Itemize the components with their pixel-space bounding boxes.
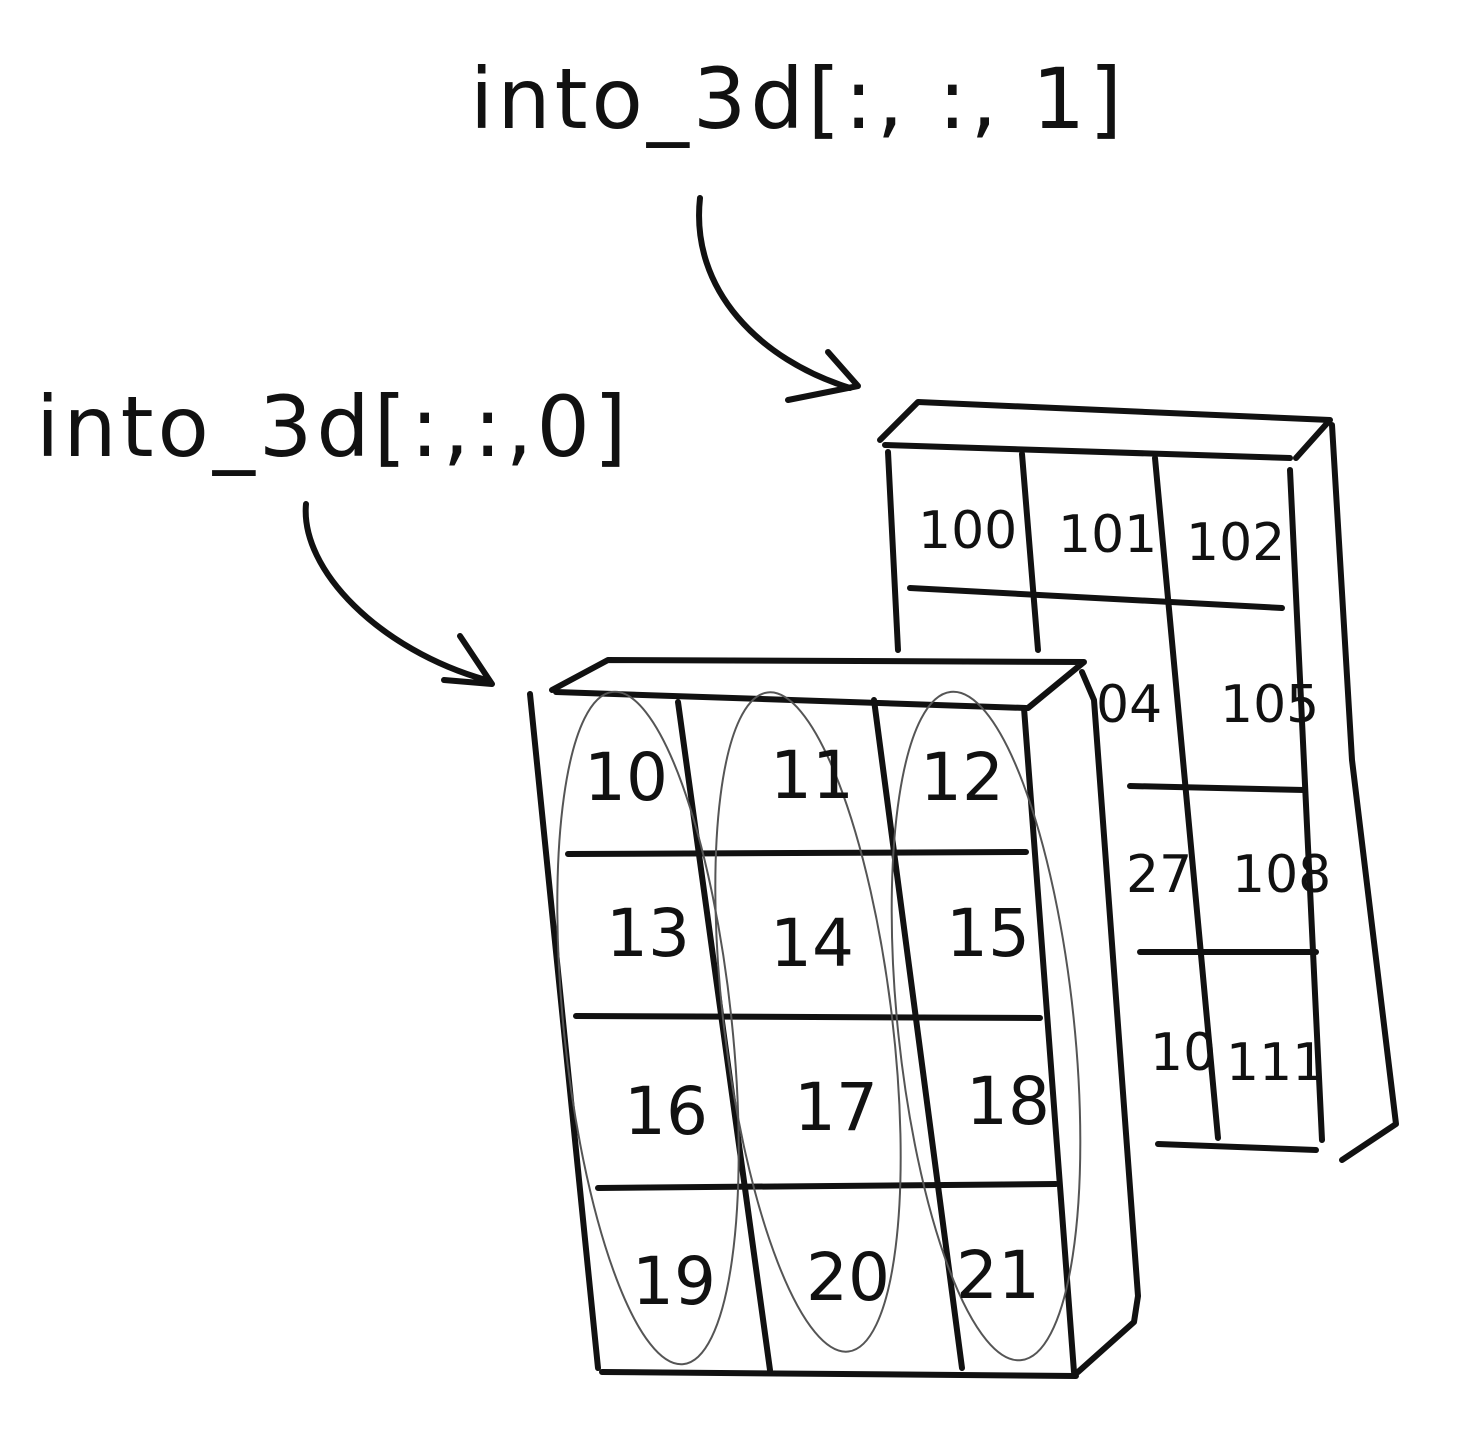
front-cell: 11 [770, 737, 854, 814]
label-slice-0: into_3d[:,:,0] [36, 378, 631, 476]
back-cell: 102 [1186, 513, 1285, 573]
front-cell: 19 [632, 1243, 716, 1320]
front-layer-top-face [549, 657, 1087, 711]
label-slice-0-group: into_3d[:,:,0] [36, 378, 631, 687]
front-cell: 14 [770, 905, 854, 982]
front-cell: 15 [946, 895, 1030, 972]
arrow-to-back-layer [696, 195, 853, 391]
front-cell: 18 [966, 1063, 1050, 1140]
arrowhead-icon [785, 349, 861, 403]
label-slice-1-group: into_3d[:, :, 1] [470, 50, 1126, 403]
front-layer-bottom-edge [599, 1369, 1079, 1379]
column-highlight-oval [556, 690, 740, 1366]
front-layer-right-edge [1021, 705, 1077, 1375]
arrowhead-icon [441, 633, 495, 687]
front-layer-top-edge [553, 689, 1029, 711]
back-cell: 10 [1150, 1023, 1216, 1083]
arrow-to-front-layer [302, 501, 489, 683]
label-slice-1: into_3d[:, :, 1] [470, 50, 1126, 148]
front-layer-row-divider [573, 1013, 1043, 1021]
front-layer-col-divider [871, 697, 965, 1371]
column-highlight-oval [714, 691, 902, 1353]
front-layer-col-divider [675, 699, 773, 1373]
front-cell: 17 [794, 1069, 878, 1146]
back-layer-col-divider [1019, 451, 1041, 653]
back-cell: 101 [1058, 505, 1157, 565]
back-cell: 27 [1126, 845, 1192, 905]
back-layer-row-divider [1127, 783, 1307, 793]
back-layer-top-edge [882, 442, 1293, 461]
front-cell: 16 [624, 1073, 708, 1150]
back-layer-left-edge [885, 449, 901, 653]
back-cell: 108 [1232, 845, 1331, 905]
front-cell: 13 [606, 895, 690, 972]
back-layer-side-face [1329, 422, 1399, 1163]
back-layer-right-edge [1287, 467, 1325, 1143]
front-cell: 21 [956, 1237, 1040, 1314]
back-cell: 100 [918, 501, 1017, 561]
front-cell: 10 [584, 739, 668, 816]
back-cell: 105 [1220, 675, 1319, 735]
back-layer-row-divider [907, 585, 1285, 611]
front-cell: 12 [920, 739, 1004, 816]
front-layer: 10 11 12 13 14 15 16 17 18 19 20 21 [527, 657, 1141, 1379]
front-layer-side-face [1075, 669, 1141, 1375]
back-cell: 04 [1096, 675, 1162, 735]
back-cell: 111 [1226, 1033, 1325, 1093]
back-layer-col-divider [1152, 455, 1221, 1141]
front-layer-row-divider [565, 849, 1029, 857]
back-layer-top-face [877, 399, 1333, 461]
back-layer: 100 101 102 04 105 27 108 10 111 [877, 399, 1399, 1163]
front-cell: 20 [806, 1239, 890, 1316]
back-layer-bottom-edge [1155, 1141, 1319, 1153]
column-highlight-oval [890, 690, 1082, 1362]
front-layer-row-divider [595, 1181, 1059, 1191]
